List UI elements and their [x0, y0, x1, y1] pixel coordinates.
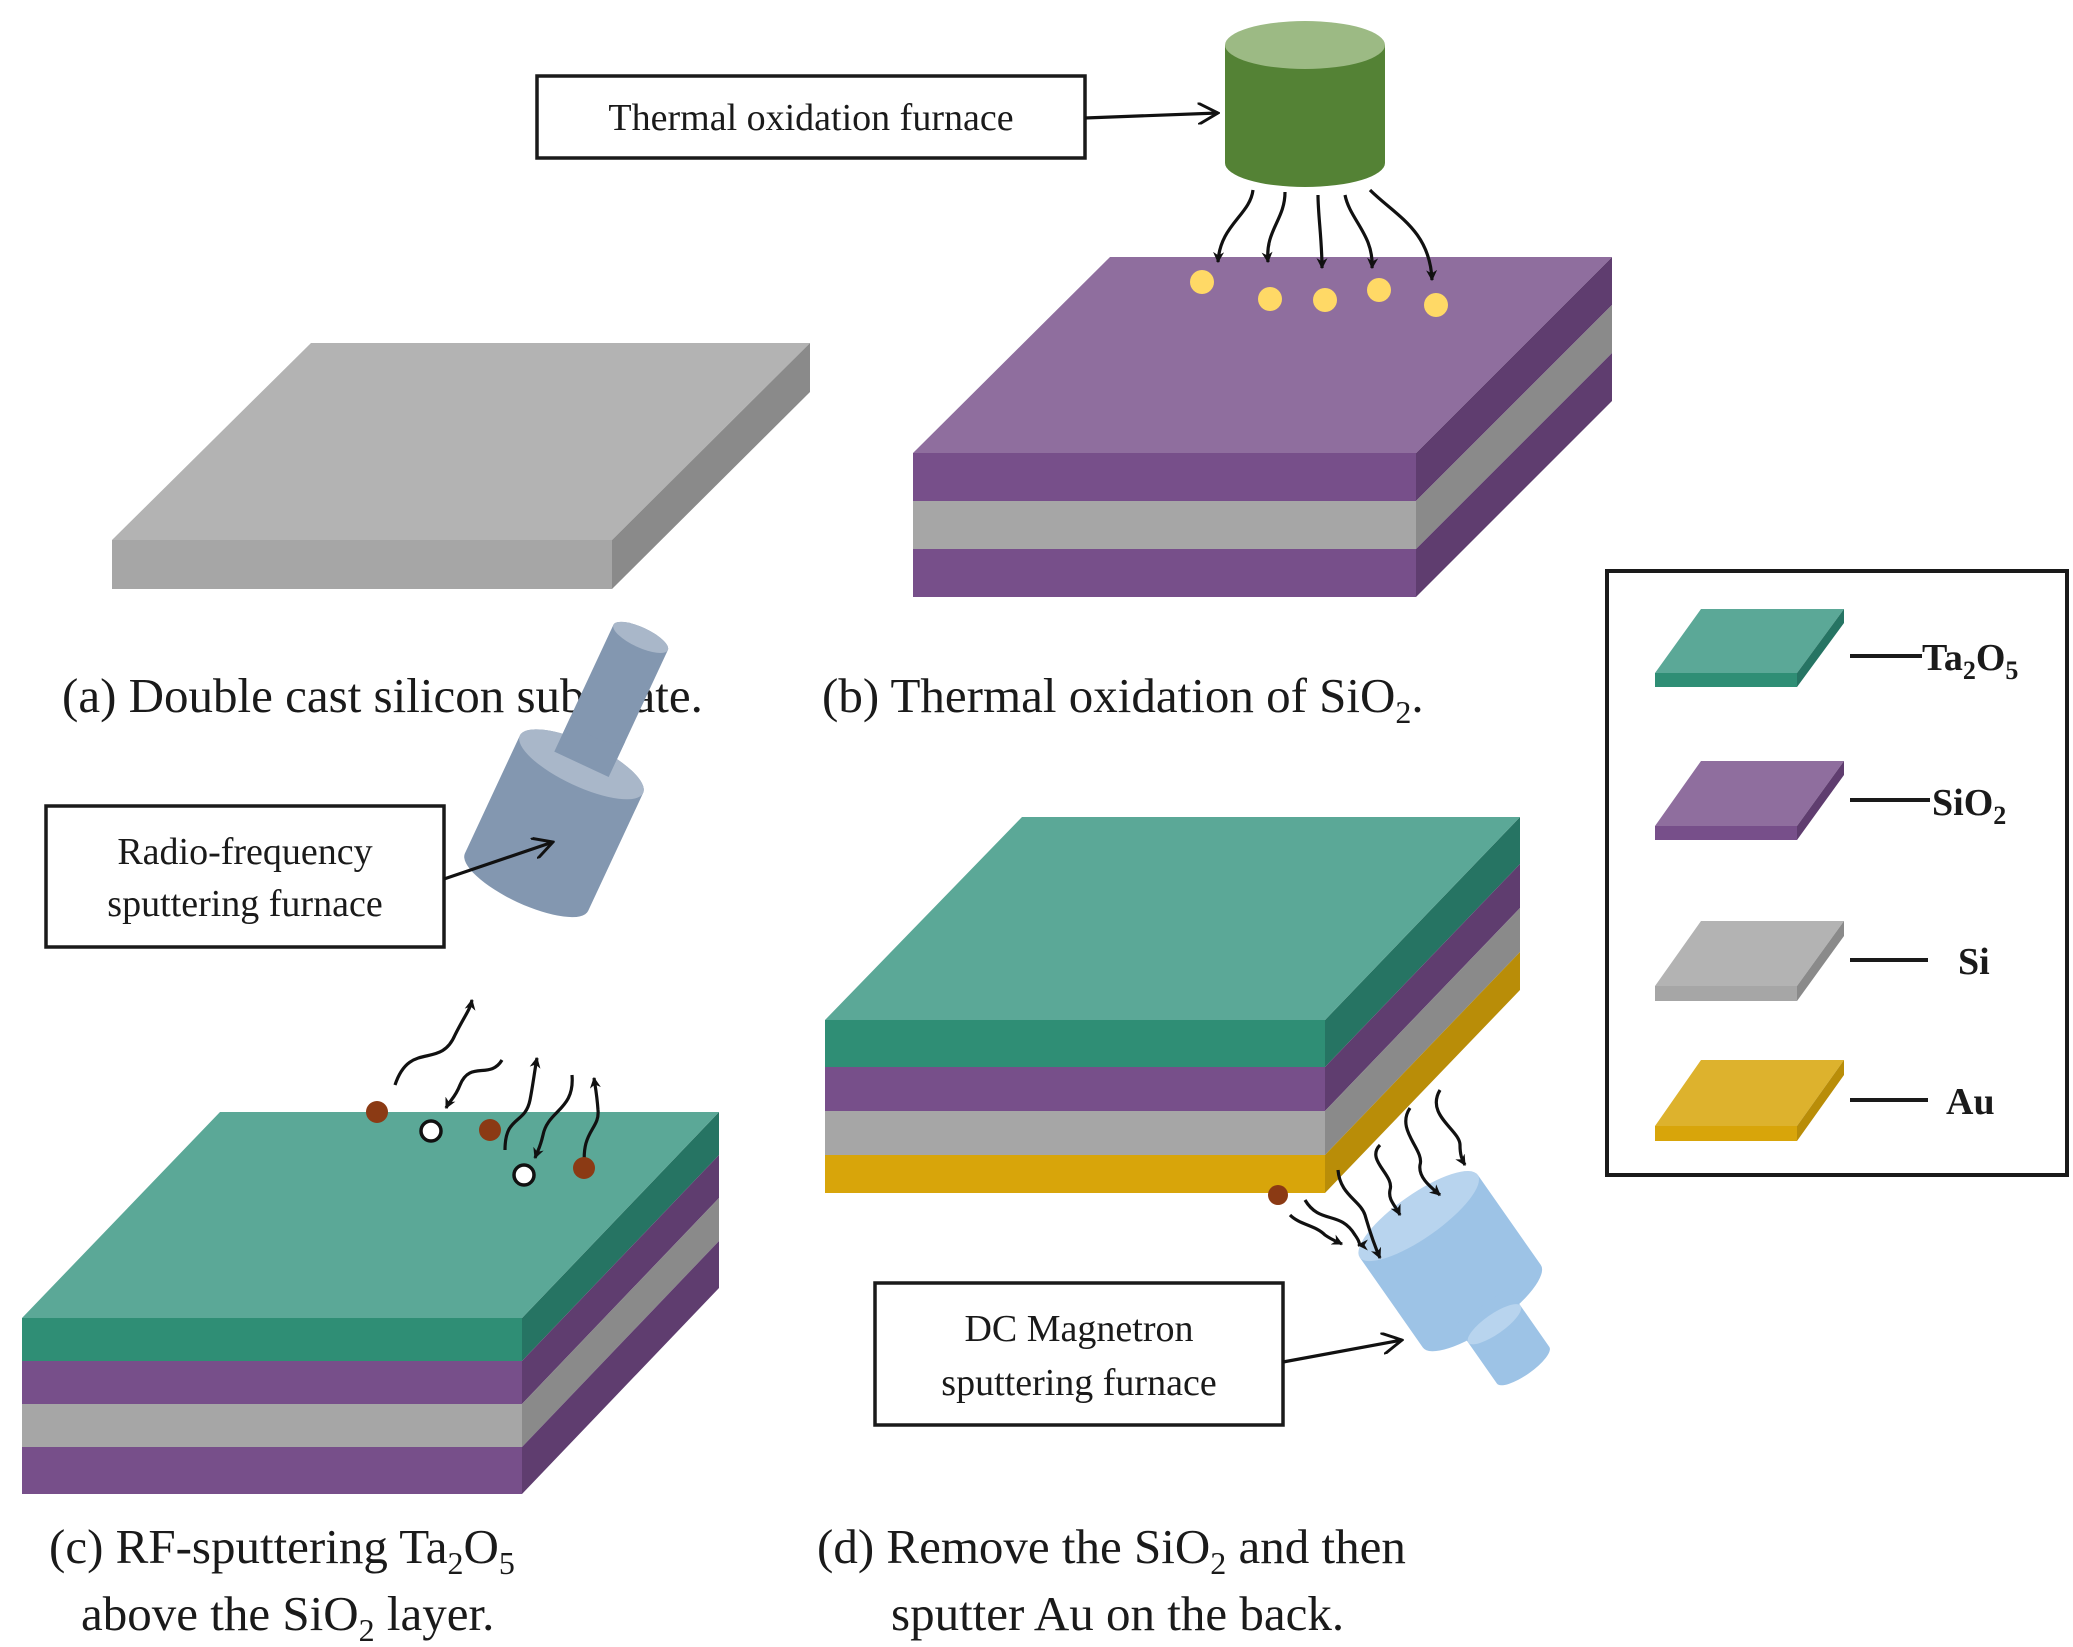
caption-b: (b) Thermal oxidation of SiO2.: [822, 668, 1424, 730]
caption-c-line1: (c) RF-sputtering Ta2O5: [49, 1519, 515, 1581]
thermal-furnace-label-box: Thermal oxidation furnace: [535, 74, 1087, 160]
oxidation-arrows: [1213, 188, 1438, 282]
rf-furnace-icon: [464, 621, 669, 918]
thermal-furnace-icon: [1225, 21, 1385, 187]
panel-b: Thermal oxidation furnace (b) Thermal ox…: [535, 21, 1612, 730]
svg-text:DC Magnetron: DC Magnetron: [964, 1308, 1193, 1350]
dc-furnace-pointer: [1282, 1340, 1402, 1364]
svg-text:sputtering furnace: sputtering furnace: [107, 883, 382, 925]
rf-furnace-label-box: Radio-frequency sputtering furnace: [44, 804, 446, 949]
svg-text:sputtering furnace: sputtering furnace: [941, 1362, 1216, 1404]
legend-item-ta2o5: Ta2O5: [1655, 609, 2018, 687]
oxygen-particles: [1190, 270, 1448, 317]
legend-item-au: Au: [1655, 1060, 1995, 1141]
rf-furnace-pointer: [443, 842, 553, 881]
sio2-si-sio2-stack: [913, 257, 1612, 597]
svg-text:Thermal oxidation furnace: Thermal oxidation furnace: [608, 97, 1013, 139]
dc-sputter-arrows: [1288, 1089, 1467, 1260]
dc-furnace-label-box: DC Magnetron sputtering furnace: [873, 1281, 1285, 1427]
rf-particles: [366, 1101, 595, 1187]
legend-item-sio2: SiO2: [1655, 761, 2006, 840]
au-particle: [1268, 1185, 1288, 1205]
panel-d: DC Magnetron sputtering furnace (d) Remo…: [817, 817, 1550, 1641]
au-backed-stack-d: [825, 817, 1520, 1193]
legend-label-ta2o5: Ta2O5: [1922, 637, 2018, 685]
caption-d-line1: (d) Remove the SiO2 and then: [817, 1519, 1406, 1581]
caption-d-line2: sputter Au on the back.: [891, 1586, 1344, 1641]
dc-furnace-icon: [1358, 1171, 1550, 1386]
silicon-substrate-slab: [112, 343, 810, 589]
caption-c-line2: above the SiO2 layer.: [81, 1586, 494, 1647]
legend: Ta2O5 SiO2 Si Au: [1605, 569, 2069, 1177]
rf-sputter-arrows: [393, 998, 601, 1171]
thermal-furnace-pointer: [1084, 113, 1218, 118]
legend-label-sio2: SiO2: [1932, 782, 2006, 830]
legend-item-si: Si: [1655, 921, 1990, 1001]
svg-text:Radio-frequency: Radio-frequency: [117, 831, 372, 873]
panel-a: (a) Double cast silicon substrate.: [62, 343, 810, 723]
ta2o5-stack-c: [22, 1112, 719, 1494]
legend-label-au: Au: [1946, 1081, 1995, 1123]
panel-c: Radio-frequency sputtering furnace (c) R…: [22, 621, 719, 1647]
legend-label-si: Si: [1958, 941, 1990, 983]
